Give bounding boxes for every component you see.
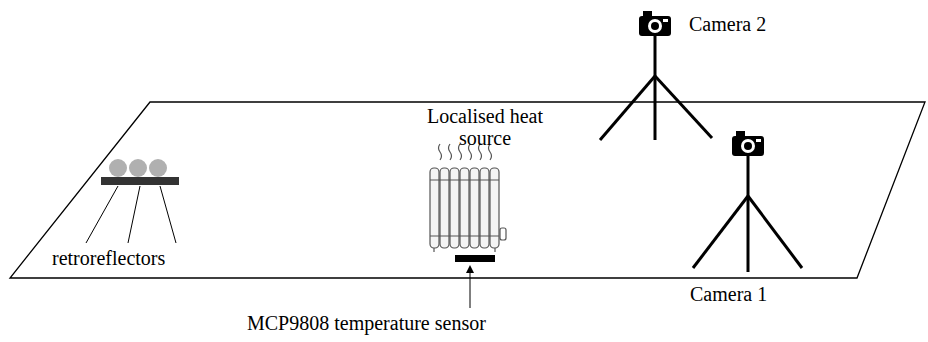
heat-source-label: Localised heat source [405, 105, 565, 149]
camera-label: Camera 1 [690, 283, 767, 305]
sensor-symbol [455, 255, 495, 262]
camera-label: Camera 2 [689, 13, 766, 35]
leader-arrow [466, 265, 474, 308]
floor-plane [10, 102, 925, 278]
radiator-heat-source [430, 144, 506, 252]
camera-tripod [693, 131, 802, 272]
retroreflector-array [86, 159, 179, 243]
reflector-label: retroreflectors [52, 247, 165, 269]
sensor-label: MCP9808 temperature sensor [247, 312, 486, 334]
